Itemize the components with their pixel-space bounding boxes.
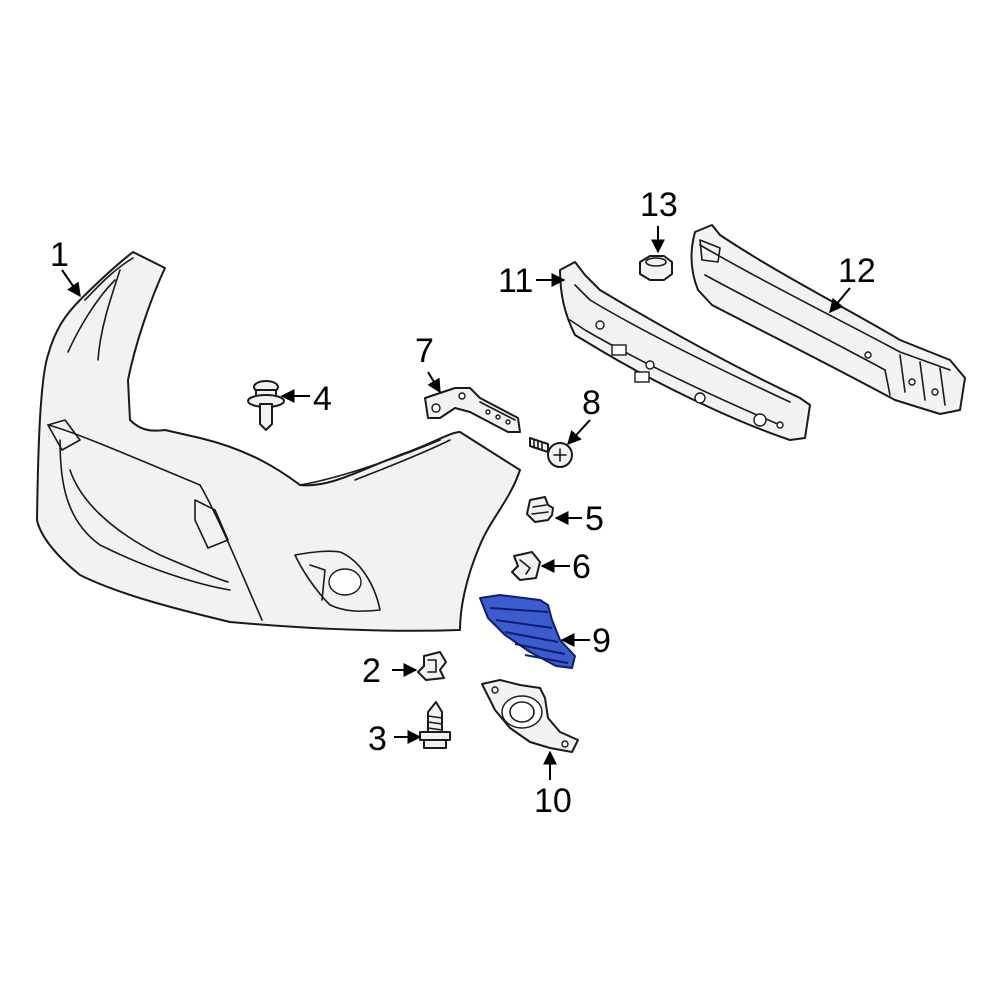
nut-part-13[interactable]	[639, 255, 673, 281]
fog-bezel-part-10[interactable]	[481, 679, 579, 753]
callout-label-11[interactable]: 11	[498, 262, 533, 300]
callout-label-5[interactable]: 5	[585, 500, 604, 538]
callout-label-1[interactable]: 1	[50, 236, 69, 274]
leader-1	[61, 269, 81, 298]
bracket-part-7[interactable]	[424, 387, 521, 433]
clip-part-5[interactable]	[526, 496, 554, 523]
clip-part-6[interactable]	[511, 551, 541, 581]
callout-label-8[interactable]: 8	[582, 384, 601, 422]
clip-part-2[interactable]	[417, 651, 447, 681]
leader-7	[427, 371, 441, 394]
callout-label-13[interactable]: 13	[640, 186, 678, 224]
callout-label-9[interactable]: 9	[592, 622, 611, 660]
leader-8	[567, 419, 591, 446]
callout-leaders	[61, 226, 851, 780]
callout-label-7[interactable]: 7	[415, 332, 434, 370]
retainer-part-4[interactable]	[247, 380, 285, 431]
screw-part-8[interactable]	[529, 437, 573, 468]
callout-label-6[interactable]: 6	[572, 548, 591, 586]
grille-part-9[interactable]	[479, 594, 576, 669]
bolt-part-3[interactable]	[419, 701, 451, 749]
leader-12	[829, 287, 851, 314]
callout-label-3[interactable]: 3	[368, 720, 387, 758]
callout-label-4[interactable]: 4	[313, 380, 332, 418]
callout-labels: 1 2 3 4 5 6 7 8 9 10 11 12 13	[50, 186, 876, 820]
absorber-part-11[interactable]	[559, 261, 811, 441]
callout-label-2[interactable]: 2	[362, 652, 381, 690]
reinforcement-part-12[interactable]	[690, 224, 966, 415]
callout-label-10[interactable]: 10	[534, 782, 572, 820]
bumper-cover-part[interactable]	[36, 251, 521, 632]
callout-label-12[interactable]: 12	[838, 252, 876, 290]
